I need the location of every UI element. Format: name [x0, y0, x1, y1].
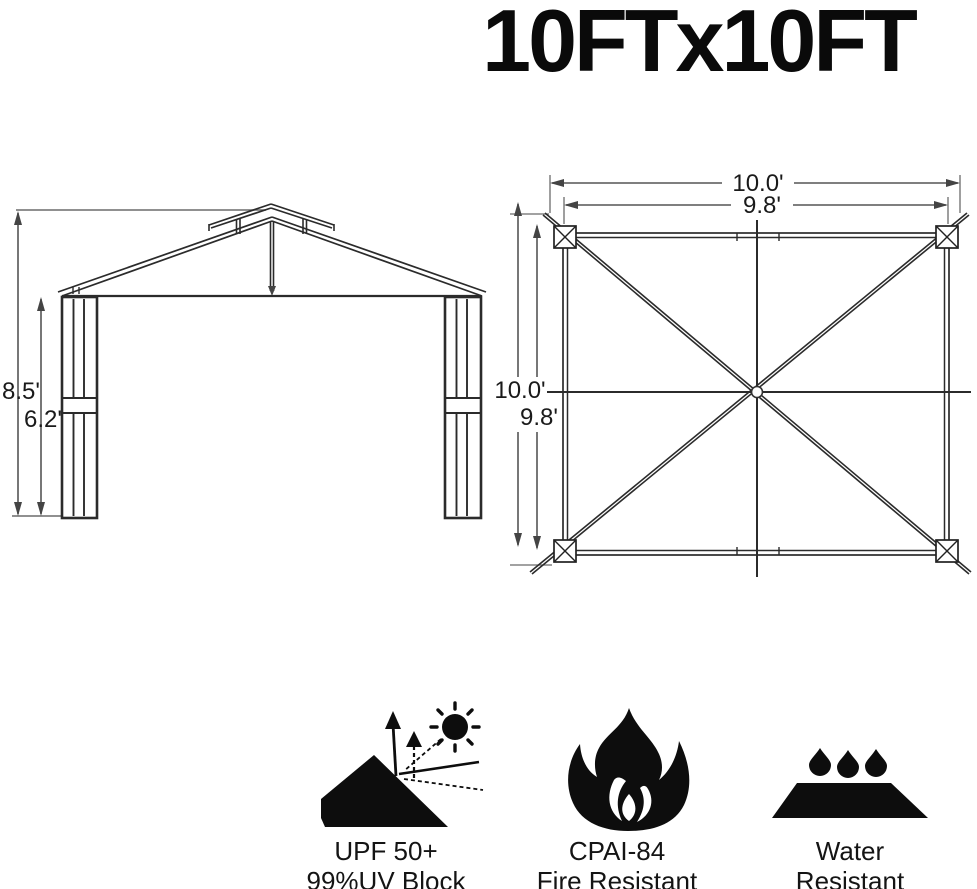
caption-line: Fire Resistant — [536, 866, 698, 889]
caption-line: 99%UV Block — [306, 866, 466, 889]
caption-line: CPAI-84 — [568, 836, 666, 866]
flame-shape — [568, 708, 690, 831]
corner-bracket — [553, 539, 577, 563]
uv-protection-caption: UPF 50+ 99%UV Block — [276, 836, 496, 889]
corner-bracket — [935, 539, 959, 563]
water-drops — [809, 748, 887, 778]
fire-resistant-caption: CPAI-84 Fire Resistant — [507, 836, 727, 889]
caption-line: Water — [815, 836, 885, 866]
top-depth-inner-label: 9.8' — [516, 404, 562, 432]
mountain-shape — [321, 755, 448, 827]
sun-icon — [442, 714, 468, 740]
water-resistant-icon — [772, 748, 928, 818]
caption-line: UPF 50+ — [334, 836, 438, 866]
water-resistant-caption: Water Resistant — [740, 836, 960, 889]
page-title: 10FTx10FT — [482, 0, 918, 90]
corner-bracket — [935, 225, 959, 249]
side-eave-height-label: 6.2' — [24, 406, 62, 433]
canopy-top-shape — [772, 783, 928, 818]
uv-protection-icon — [321, 701, 484, 827]
fire-resistant-icon — [568, 708, 690, 831]
caption-line: Resistant — [795, 866, 905, 889]
side-view-drawing — [12, 203, 487, 520]
center-hub — [750, 385, 764, 399]
top-width-inner-label: 9.8' — [731, 192, 793, 220]
corner-bracket — [553, 225, 577, 249]
top-depth-outer-label: 10.0' — [493, 377, 547, 405]
top-view-drawing — [510, 175, 972, 577]
side-total-height-label: 8.5' — [2, 378, 40, 405]
